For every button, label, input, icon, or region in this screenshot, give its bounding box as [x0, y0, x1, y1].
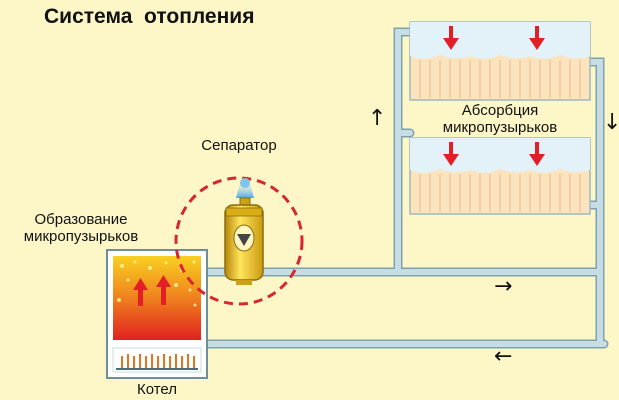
radiator-icon [409, 21, 591, 101]
separator-highlight [174, 176, 304, 306]
boiler-label: Котел [110, 381, 204, 398]
flow-down-arrow-icon: ↓ [603, 110, 619, 135]
absorption-label: Абсорбция микропузырьков [420, 102, 580, 136]
pipes [201, 27, 609, 349]
absorption-label-line2: микропузырьков [442, 119, 558, 136]
boiler-label-text: Котел [136, 381, 178, 398]
formation-label-line2: микропузырьков [23, 228, 139, 245]
formation-label-line1: Образование [34, 211, 128, 228]
formation-label: Образование микропузырьков [6, 211, 156, 245]
diagram-title: Система отопления [44, 5, 255, 28]
radiator-icon [409, 137, 591, 215]
flow-right-arrow-icon: → [494, 274, 513, 299]
separator-icon [224, 178, 264, 285]
flow-up-arrow-icon: ↑ [368, 106, 387, 131]
absorption-label-line1: Абсорбция [461, 102, 539, 119]
separator-label-text: Сепаратор [201, 137, 277, 154]
boiler-icon [106, 249, 208, 379]
separator-label: Сепаратор [192, 137, 286, 154]
flow-left-arrow-icon: ← [494, 344, 513, 369]
flame-icon [121, 354, 195, 368]
